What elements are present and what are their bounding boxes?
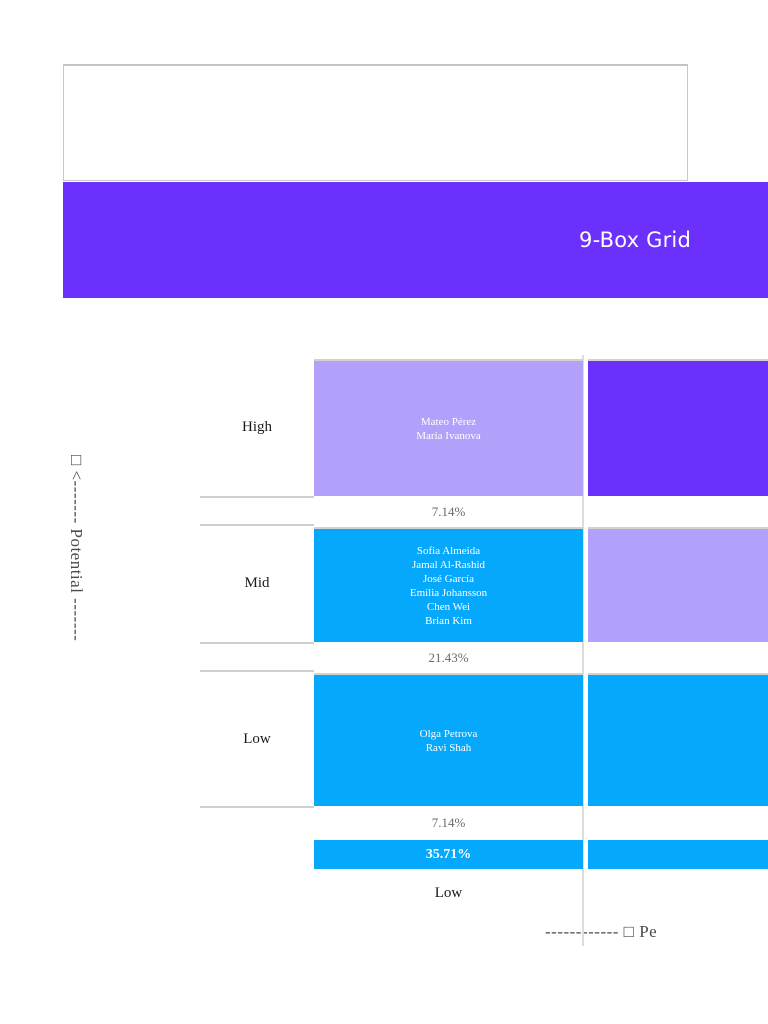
y-tick-label-high: High	[242, 419, 272, 435]
x-axis-label: ------------ □ Pe	[545, 922, 658, 941]
page-title: 9-Box Grid	[579, 228, 691, 252]
top-white-card	[63, 64, 688, 181]
row-tick-line	[200, 806, 314, 808]
grid-cell-name: Jamal Al-Rashid	[411, 558, 486, 571]
grid-cell-name: José García	[422, 572, 474, 585]
x-tick-label-low: Low	[434, 885, 463, 901]
grid-cell-high-col2[interactable]	[588, 359, 768, 496]
row-tick-line	[200, 642, 314, 644]
y-axis-label: □ <------- Potential -------	[67, 455, 86, 642]
grid-cell-low-col2[interactable]	[588, 673, 768, 806]
grid-cell-name: Mateo Pérez	[420, 415, 477, 428]
row-percentage-low: 7.14%	[431, 815, 466, 830]
grid-cell-name: Emilia Johansson	[409, 586, 488, 599]
grid-cell-name: Brian Kim	[425, 614, 472, 627]
grid-cell-name: Ravi Shah	[425, 741, 472, 754]
column-total-bar-col2	[588, 840, 768, 869]
grid-cell-name: Maria Ivanova	[416, 429, 481, 442]
column-divider	[582, 355, 584, 946]
grid-cell-name: Chen Wei	[426, 600, 471, 613]
grid-cell-mid-col2[interactable]	[588, 527, 768, 642]
row-tick-line	[200, 496, 314, 498]
grid-cell-name: Sofia Almeida	[416, 544, 481, 557]
y-tick-label-mid: Mid	[244, 575, 270, 591]
row-tick-line	[200, 524, 314, 526]
header-banner: 9-Box Grid	[63, 182, 768, 298]
row-percentage-high: 7.14%	[431, 504, 466, 519]
row-tick-line	[200, 670, 314, 672]
row-percentage-mid: 21.43%	[428, 650, 469, 665]
grid-cell-name: Olga Petrova	[419, 727, 478, 740]
column-total-bar: 35.71%	[314, 840, 583, 869]
y-tick-label-low: Low	[243, 731, 271, 747]
